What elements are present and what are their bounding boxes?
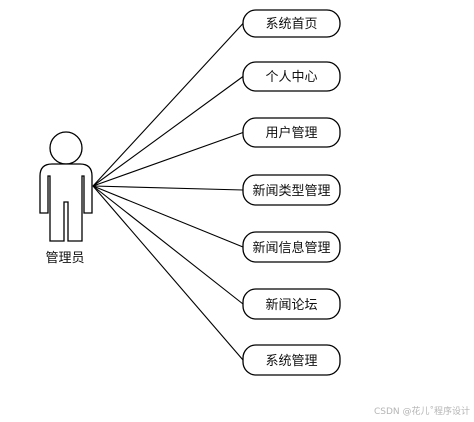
use-case-box: [242, 117, 341, 148]
use-case-box: [242, 174, 341, 206]
use-case-label: 新闻论坛: [265, 297, 317, 313]
use-case-1[interactable]: 个人中心: [242, 61, 341, 92]
use-case-4[interactable]: 新闻信息管理: [242, 231, 341, 263]
actor-label: 管理员: [45, 251, 84, 266]
use-case-5[interactable]: 新闻论坛: [242, 288, 341, 320]
use-case-box: [242, 231, 341, 263]
use-case-6[interactable]: 系统管理: [242, 344, 341, 376]
use-case-box: [242, 288, 341, 320]
use-case-label: 新闻类型管理: [252, 183, 330, 199]
use-case-box: [242, 9, 341, 38]
actor-head: [49, 131, 83, 165]
use-case-box: [242, 61, 341, 92]
use-case-label: 系统首页: [265, 17, 317, 32]
association-lines: [92, 23, 244, 361]
actor-figure: [39, 131, 93, 242]
use-case-box: [242, 344, 341, 376]
association-line-4: [92, 185, 244, 248]
use-case-0[interactable]: 系统首页: [242, 9, 341, 38]
association-line-2: [92, 131, 244, 187]
use-case-label: 系统管理: [265, 354, 317, 369]
association-line-1: [92, 76, 244, 187]
association-line-5: [92, 185, 244, 305]
watermark: CSDN @花儿˚程序设计: [374, 405, 470, 417]
association-line-6: [92, 185, 244, 361]
association-line-0: [92, 23, 244, 187]
association-line-3: [92, 185, 244, 191]
use-case-3[interactable]: 新闻类型管理: [242, 174, 341, 206]
use-case-label: 用户管理: [265, 125, 317, 141]
use-case-label: 个人中心: [265, 70, 317, 85]
actor-body: [39, 163, 93, 242]
use-case-label: 新闻信息管理: [252, 240, 330, 256]
use-case-2[interactable]: 用户管理: [242, 117, 341, 148]
